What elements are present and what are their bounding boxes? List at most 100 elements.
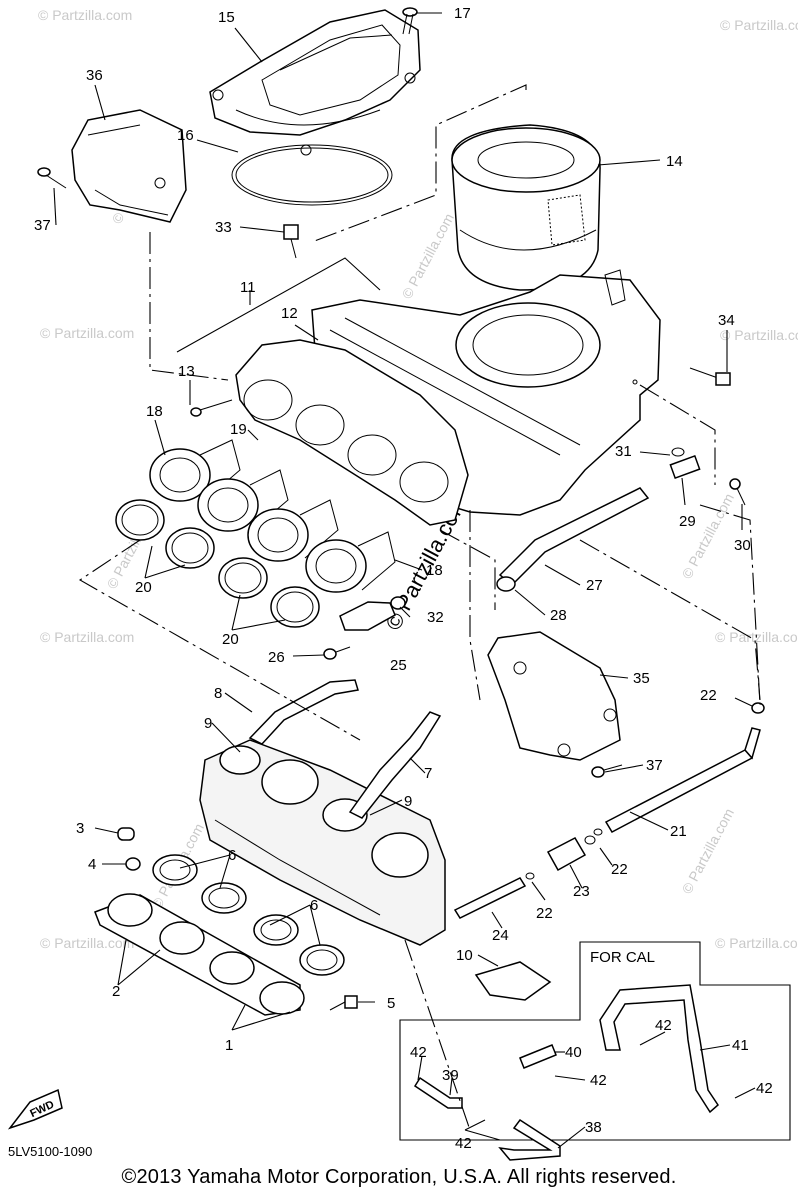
callout: 16 — [177, 127, 194, 144]
screw-17 — [402, 7, 418, 35]
duct-36 — [71, 109, 187, 223]
bolt-34 — [689, 367, 731, 386]
diagram-code: 5LV5100-1090 — [8, 1144, 93, 1159]
callout: 18 — [426, 562, 443, 579]
clip-28 — [496, 576, 516, 592]
carb-joints — [149, 439, 396, 593]
callout: 31 — [615, 443, 632, 460]
callout: 12 — [281, 305, 298, 322]
bolt-33 — [283, 224, 299, 259]
watermark: © Partzilla.com — [38, 7, 132, 23]
reference-lines — [78, 84, 761, 1131]
manifolds-1 — [94, 893, 305, 1016]
callout: 30 — [734, 537, 751, 554]
joint-plate — [235, 339, 469, 526]
callout: 20 — [222, 631, 239, 648]
callout: 24 — [492, 927, 509, 944]
hose-7 — [348, 711, 442, 819]
plate-35 — [487, 631, 621, 761]
bracket-10 — [474, 961, 552, 1001]
watermark: © Partzilla.com — [679, 491, 737, 582]
callout: 41 — [732, 1037, 749, 1054]
callout: 4 — [88, 856, 96, 873]
hose-24 — [453, 877, 527, 919]
callout: 20 — [135, 579, 152, 596]
breather-25 — [339, 596, 406, 631]
callout: 42 — [756, 1080, 773, 1097]
callout: 28 — [550, 607, 567, 624]
callout: 9 — [404, 793, 412, 810]
callout: 13 — [178, 363, 195, 380]
fuel-filter-23 — [546, 828, 603, 872]
callout: 11 — [240, 279, 256, 296]
callout: 38 — [585, 1119, 602, 1136]
callout: 25 — [390, 657, 407, 674]
callout: 6 — [228, 847, 236, 864]
callout: 18 — [146, 403, 163, 420]
bolt-37-lower — [591, 764, 623, 778]
callout: 2 — [112, 983, 120, 1000]
callout: 42 — [655, 1017, 672, 1034]
fwd-arrow-icon: FWD — [7, 1088, 63, 1130]
callout: 19 — [230, 421, 247, 438]
callout: 3 — [76, 820, 84, 837]
bolt-13 — [190, 399, 233, 417]
hose-41 — [599, 984, 719, 1114]
callout: 33 — [215, 219, 232, 236]
screw-5 — [329, 995, 358, 1011]
copyright-notice: ©2013 Yamaha Motor Corporation, U.S.A. A… — [121, 1166, 677, 1188]
hose-8 — [248, 679, 359, 745]
callout: 42 — [590, 1072, 607, 1089]
callout: 17 — [454, 5, 471, 22]
watermark: © Partzilla.com — [399, 211, 457, 302]
fitting-29 — [669, 447, 746, 506]
carburetor-assembly — [199, 739, 446, 946]
callout: 35 — [633, 670, 650, 687]
watermark: © Partzilla.com — [679, 806, 737, 897]
callout: 7 — [424, 765, 432, 782]
airbox-cover — [209, 9, 421, 156]
callout: 39 — [442, 1067, 459, 1084]
watermark: © Partzilla.com — [715, 935, 798, 951]
callout: 29 — [679, 513, 696, 530]
callout-numbers: 15 17 36 16 14 37 33 11 12 34 13 18 19 3… — [34, 5, 773, 1152]
callout: 27 — [586, 577, 603, 594]
callout: 36 — [86, 67, 103, 84]
callout: 5 — [387, 995, 395, 1012]
callout: 40 — [565, 1044, 582, 1061]
callout: 1 — [225, 1037, 233, 1054]
watermark: © Partzilla.com — [720, 17, 798, 33]
callout: 23 — [573, 883, 590, 900]
clamps-6 — [152, 854, 345, 976]
for-cal-box — [399, 941, 791, 1141]
callout: 42 — [455, 1135, 472, 1152]
callout: 37 — [646, 757, 663, 774]
callout: 26 — [268, 649, 285, 666]
clip-22 — [751, 702, 765, 714]
callout: 22 — [700, 687, 717, 704]
callout: 8 — [214, 685, 222, 702]
callout: 34 — [718, 312, 735, 329]
callout: 9 — [204, 715, 212, 732]
gasket-ring — [231, 144, 393, 206]
for-cal-label: FOR CAL — [590, 949, 655, 966]
callout: 32 — [427, 609, 444, 626]
air-filter — [451, 124, 601, 291]
callout: 22 — [536, 905, 553, 922]
watermark: © Partzilla.com — [40, 935, 134, 951]
callout: 14 — [666, 153, 683, 170]
leader-lines — [53, 12, 756, 1149]
callout: 10 — [456, 947, 473, 964]
bolt-26 — [323, 646, 351, 660]
watermark: © Partzilla.com — [720, 327, 798, 343]
fitting-40 — [519, 1044, 557, 1069]
watermark: © Partzilla.com — [40, 629, 134, 645]
cap-3 — [117, 827, 135, 841]
clamps-20 — [115, 499, 320, 628]
callout: 42 — [410, 1044, 427, 1061]
callout: 22 — [611, 861, 628, 878]
part-4 — [125, 857, 141, 871]
callout: 21 — [670, 823, 687, 840]
hose-38 — [498, 1118, 561, 1161]
